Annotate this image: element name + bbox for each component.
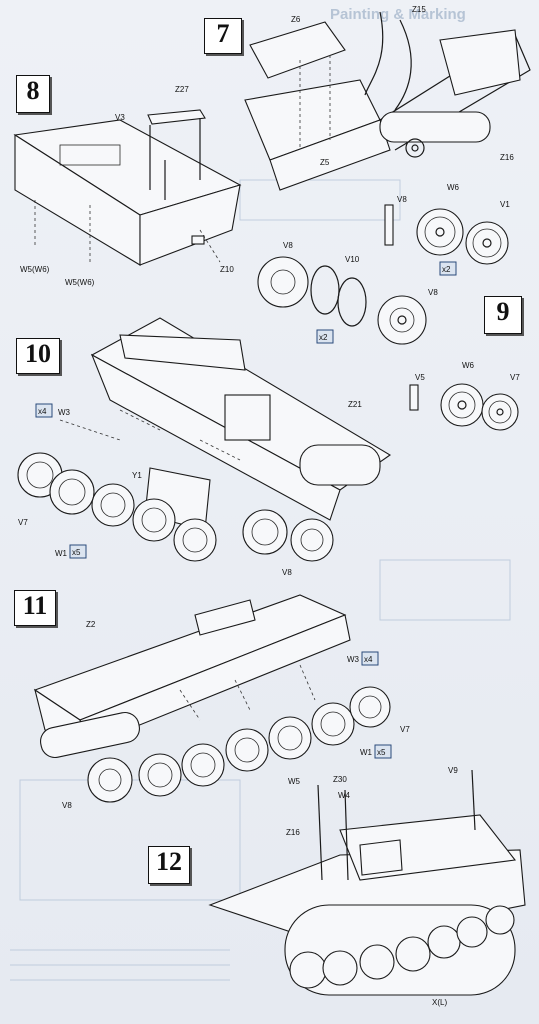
label-z16b: Z16	[286, 828, 300, 837]
step-number-11: 11	[14, 590, 56, 626]
quantity-badges: x2 x2 x4 x5 x4 x5	[35, 261, 457, 759]
step10-drawing	[17, 317, 392, 562]
label-v8-a: V8	[397, 195, 407, 204]
label-v8-e: V8	[62, 801, 72, 810]
label-w6: W6	[447, 183, 460, 192]
background-heading: Painting & Marking	[330, 6, 466, 23]
label-w3-a: W3	[58, 408, 71, 417]
badge-x2-a: x2	[442, 265, 451, 274]
step8-drawing	[13, 109, 242, 266]
label-v9-b: V9	[448, 766, 458, 775]
label-v7-b: V7	[18, 518, 28, 527]
label-w1-a: W1	[55, 549, 68, 558]
wheel-group-step9	[409, 383, 519, 431]
step7-drawing	[244, 11, 531, 191]
label-z30: Z30	[333, 775, 347, 784]
step-number-10: 10	[16, 338, 60, 374]
label-v8-b: V8	[283, 241, 293, 250]
label-z10: Z10	[220, 265, 234, 274]
label-w5: W5	[288, 777, 301, 786]
label-v10: V10	[345, 255, 360, 264]
step-number-8: 8	[16, 75, 50, 113]
step12-road-wheels	[289, 905, 515, 989]
badge-x4-a: x4	[38, 407, 47, 416]
label-v7-a: V7	[510, 373, 520, 382]
step-number-12: 12	[148, 846, 190, 884]
wheel-group-upper-right	[384, 204, 509, 265]
badge-x5-b: x5	[377, 748, 386, 757]
label-v5: V5	[415, 373, 425, 382]
label-w6b: W6	[462, 361, 475, 370]
label-v1: V1	[500, 200, 510, 209]
label-v8-d: V8	[282, 568, 292, 577]
label-z6: Z6	[291, 15, 301, 24]
label-xl: X(L)	[432, 998, 447, 1007]
label-y1: Y1	[132, 471, 142, 480]
step12-drawing	[208, 769, 526, 996]
label-w4: W4	[338, 791, 351, 800]
label-z5: Z5	[320, 158, 330, 167]
label-z21: Z21	[348, 400, 362, 409]
badge-x4-b: x4	[364, 655, 373, 664]
badge-x2-b: x2	[319, 333, 328, 342]
label-w1-b: W1	[360, 748, 373, 757]
label-w3-b: W3	[347, 655, 360, 664]
label-v8-c: V8	[428, 288, 438, 297]
label-v3: V3	[115, 113, 125, 122]
step10-road-wheels	[17, 452, 334, 562]
label-v7-c: V7	[400, 725, 410, 734]
label-z16: Z16	[500, 153, 514, 162]
part-labels: Z6 Z15 Z5 Z16 Z27 V3 W5(W6) W5(W6) Z10 V…	[18, 5, 520, 1007]
badge-x5-a: x5	[72, 548, 81, 557]
label-z27: Z27	[175, 85, 189, 94]
step-number-9: 9	[484, 296, 522, 334]
sprocket-group	[257, 256, 427, 345]
step-number-7: 7	[204, 18, 242, 54]
label-z2: Z2	[86, 620, 96, 629]
label-w5w6-a: W5(W6)	[20, 265, 50, 274]
label-z15: Z15	[412, 5, 426, 14]
step11-road-wheels	[87, 686, 391, 803]
label-w5w6-b: W5(W6)	[65, 278, 95, 287]
step11-drawing	[33, 594, 391, 803]
